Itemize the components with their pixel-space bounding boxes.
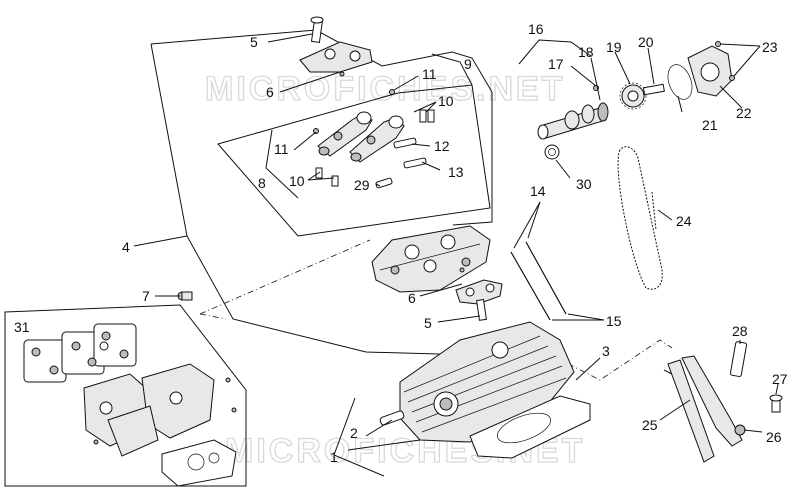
callout-11-left: 11 <box>274 141 289 157</box>
callout-24: 24 <box>676 213 692 229</box>
leader-lines <box>133 33 779 451</box>
callout-10-left: 10 <box>289 173 305 189</box>
callout-29: 29 <box>354 177 370 193</box>
callout-6-top: 6 <box>266 84 274 100</box>
callout-27: 27 <box>772 371 788 387</box>
callout-17: 17 <box>548 56 564 72</box>
callout-5-top: 5 <box>250 34 258 50</box>
callout-19: 19 <box>606 39 622 55</box>
camshaft-assembly <box>537 41 735 160</box>
callout-25: 25 <box>642 417 658 433</box>
callout-30: 30 <box>576 176 592 192</box>
push-rods <box>510 241 567 321</box>
callout-11-top: 11 <box>422 66 437 82</box>
callout-18: 18 <box>578 44 594 60</box>
callout-4: 4 <box>122 239 130 255</box>
callout-10-top: 10 <box>438 93 454 109</box>
rocker-support-top <box>299 16 373 77</box>
callout-31: 31 <box>14 319 30 335</box>
callout-9: 9 <box>464 56 472 72</box>
callout-15: 15 <box>606 313 622 329</box>
chain-guides <box>667 341 783 463</box>
callout-2: 2 <box>350 425 358 441</box>
callout-8: 8 <box>258 175 266 191</box>
callout-3: 3 <box>602 343 610 359</box>
callout-22: 22 <box>736 105 752 121</box>
callout-26: 26 <box>766 429 782 445</box>
callout-21: 21 <box>702 117 718 133</box>
timing-chain <box>617 146 663 290</box>
callout-7: 7 <box>142 288 150 304</box>
callout-28: 28 <box>732 323 748 339</box>
callout-1: 1 <box>330 449 338 465</box>
callout-23: 23 <box>762 39 778 55</box>
callout-13: 13 <box>448 164 464 180</box>
callout-16: 16 <box>528 21 544 37</box>
watermark-top: MICROFICHES.NET <box>205 70 565 108</box>
callout-numbers: 5 6 11 9 10 11 12 8 10 13 29 4 7 6 5 14 … <box>14 21 788 465</box>
cylinder-head-upper <box>371 225 491 293</box>
callout-12: 12 <box>434 138 450 154</box>
callout-6-lower: 6 <box>408 290 416 306</box>
callout-20: 20 <box>638 34 654 50</box>
rocker-support-lower <box>177 279 503 321</box>
callout-14: 14 <box>530 183 546 199</box>
rocker-arms <box>317 111 405 163</box>
head-gasket <box>469 395 591 459</box>
callout-5-lower: 5 <box>424 315 432 331</box>
gasket-kit <box>23 323 237 487</box>
